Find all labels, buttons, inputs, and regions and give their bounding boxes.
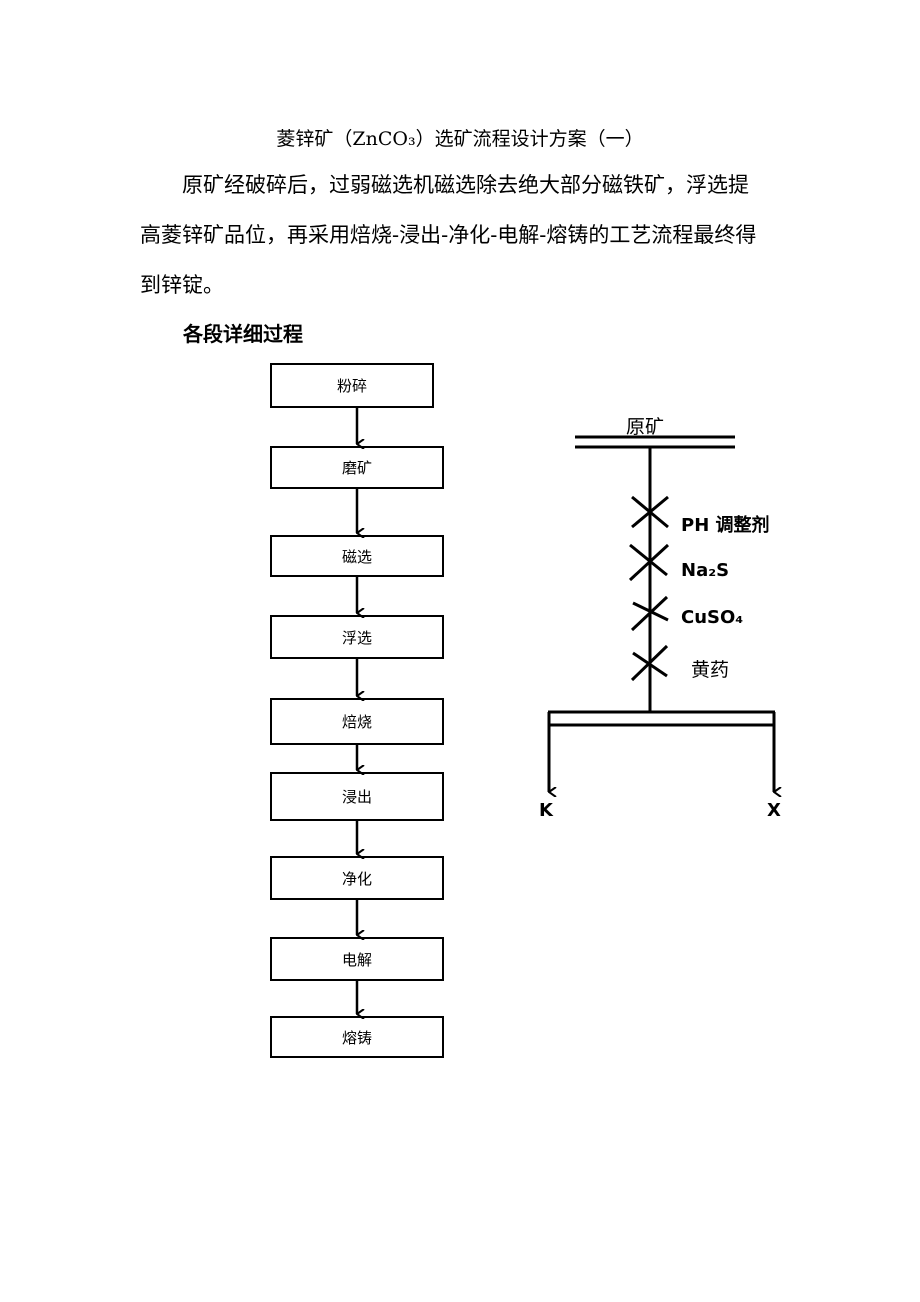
reagent-label: 黄药 bbox=[691, 659, 730, 681]
paragraph-line: 高菱锌矿品位，再采用焙烧-浸出-净化-电解-熔铸的工艺流程最终得 bbox=[140, 223, 757, 247]
output-label-k: K bbox=[539, 800, 553, 821]
paragraph-line: 原矿经破碎后，过弱磁选机磁选除去绝大部分磁铁矿，浮选提 bbox=[182, 173, 749, 197]
intro-paragraph: 原矿经破碎后，过弱磁选机磁选除去绝大部分磁铁矿，浮选提 高菱锌矿品位，再采用焙烧… bbox=[140, 160, 780, 310]
flow-step-electrolysis: 电解 bbox=[270, 937, 444, 981]
reagent-label: Na₂S bbox=[681, 560, 730, 581]
flow-step-leaching: 浸出 bbox=[270, 772, 444, 821]
reagent-label: PH 调整剂 bbox=[681, 515, 770, 536]
flow-step-roasting: 焙烧 bbox=[270, 698, 444, 745]
flotation-lines bbox=[547, 435, 775, 792]
output-label-x: X bbox=[767, 800, 781, 821]
flow-step-purification: 净化 bbox=[270, 856, 444, 900]
section-heading: 各段详细过程 bbox=[183, 322, 303, 346]
flow-step-crushing: 粉碎 bbox=[270, 363, 434, 408]
reagent-label: CuSO₄ bbox=[681, 607, 744, 628]
flow-step-flotation: 浮选 bbox=[270, 615, 444, 659]
document-title: 菱锌矿（ZnCO₃）选矿流程设计方案（一） bbox=[276, 128, 644, 150]
flow-step-magnetic-separation: 磁选 bbox=[270, 535, 444, 577]
paragraph-line: 到锌锭。 bbox=[140, 273, 224, 297]
feed-label: 原矿 bbox=[626, 416, 665, 438]
flow-step-grinding: 磨矿 bbox=[270, 446, 444, 489]
flow-step-casting: 熔铸 bbox=[270, 1016, 444, 1058]
